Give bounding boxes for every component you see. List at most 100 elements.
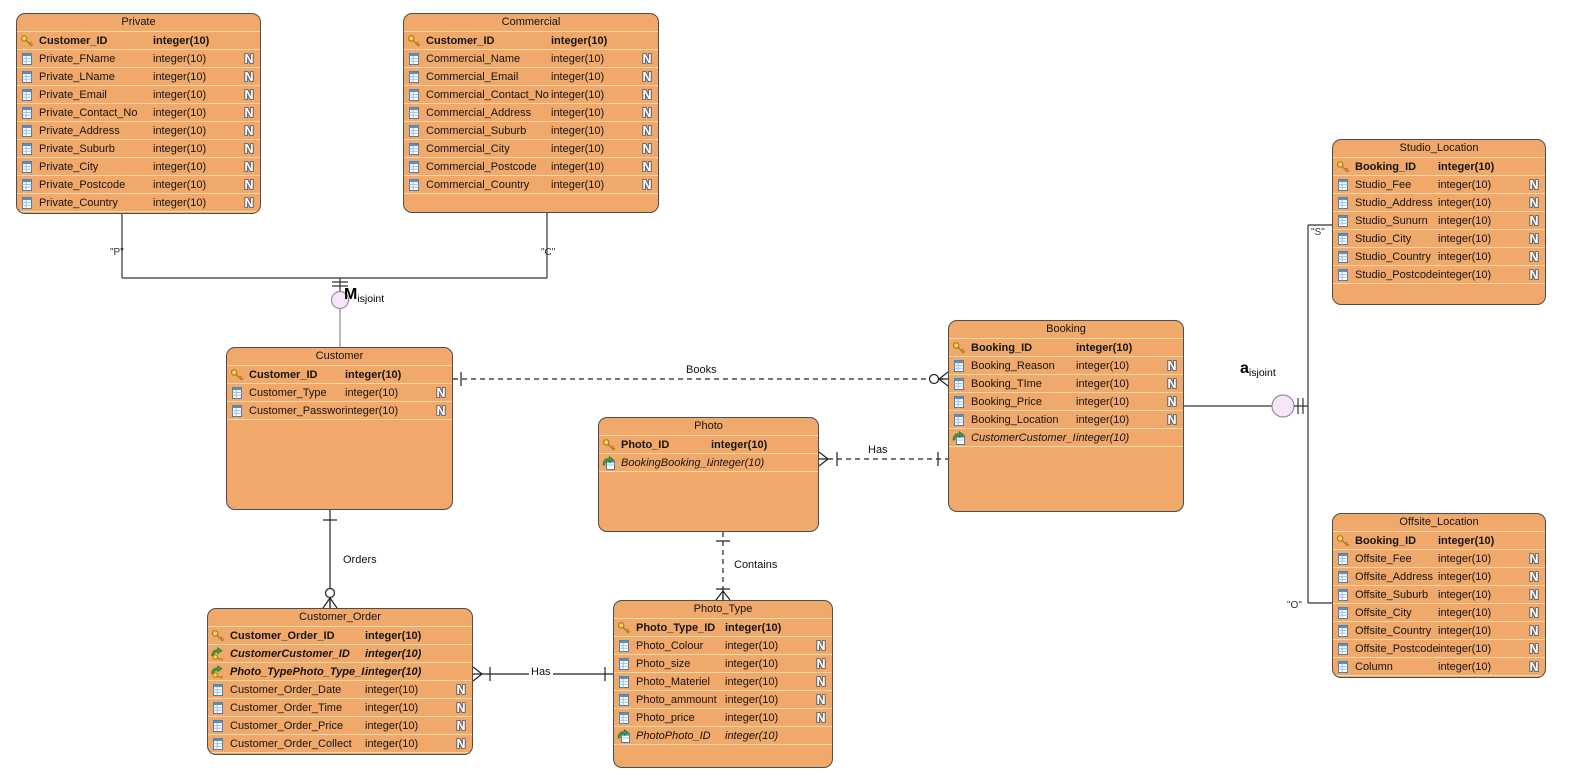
relationship-label-orders[interactable]: Orders bbox=[341, 554, 379, 567]
relationship-label-has-phototype[interactable]: Has bbox=[529, 666, 553, 679]
subtype-branch-lines[interactable] bbox=[121, 213, 548, 292]
relationship-has-photo[interactable] bbox=[818, 451, 948, 467]
relationship-customer-subtypes[interactable] bbox=[121, 213, 548, 347]
relationship-books[interactable] bbox=[453, 371, 949, 387]
column-type: integer(10) bbox=[725, 693, 779, 706]
relationship-contains[interactable] bbox=[715, 532, 731, 601]
one-tick bbox=[716, 540, 730, 590]
relationship-orders[interactable] bbox=[322, 510, 338, 609]
disjoint-connector-circle[interactable] bbox=[330, 290, 350, 310]
column-name: Commercial_Suburb bbox=[426, 124, 527, 137]
entity-title: Customer_Order bbox=[208, 609, 472, 627]
relationship-booking-locations[interactable] bbox=[1184, 224, 1332, 604]
column-name: Customer_ID bbox=[39, 34, 108, 47]
relationship-label-contains[interactable]: Contains bbox=[732, 559, 780, 572]
key-icon bbox=[211, 629, 226, 643]
column-name: Studio_Address bbox=[1355, 196, 1433, 209]
relationship-label-books[interactable]: Books bbox=[684, 364, 719, 377]
nullable-icon: N bbox=[456, 736, 466, 751]
column-type: integer(10) bbox=[1076, 341, 1133, 354]
relationship-label-has-photo[interactable]: Has bbox=[866, 444, 890, 457]
column-name: Customer_Type bbox=[249, 386, 327, 399]
disjoint-connector-circle[interactable] bbox=[1271, 394, 1295, 418]
column-type: integer(10) bbox=[365, 647, 422, 660]
column-icon bbox=[952, 413, 967, 427]
location-branch-lines[interactable] bbox=[1294, 224, 1332, 604]
column-type: integer(10) bbox=[725, 639, 779, 652]
column-icon bbox=[617, 639, 632, 653]
column-icon bbox=[407, 160, 422, 174]
column-type: integer(10) bbox=[153, 142, 207, 155]
column-icon bbox=[952, 395, 967, 409]
